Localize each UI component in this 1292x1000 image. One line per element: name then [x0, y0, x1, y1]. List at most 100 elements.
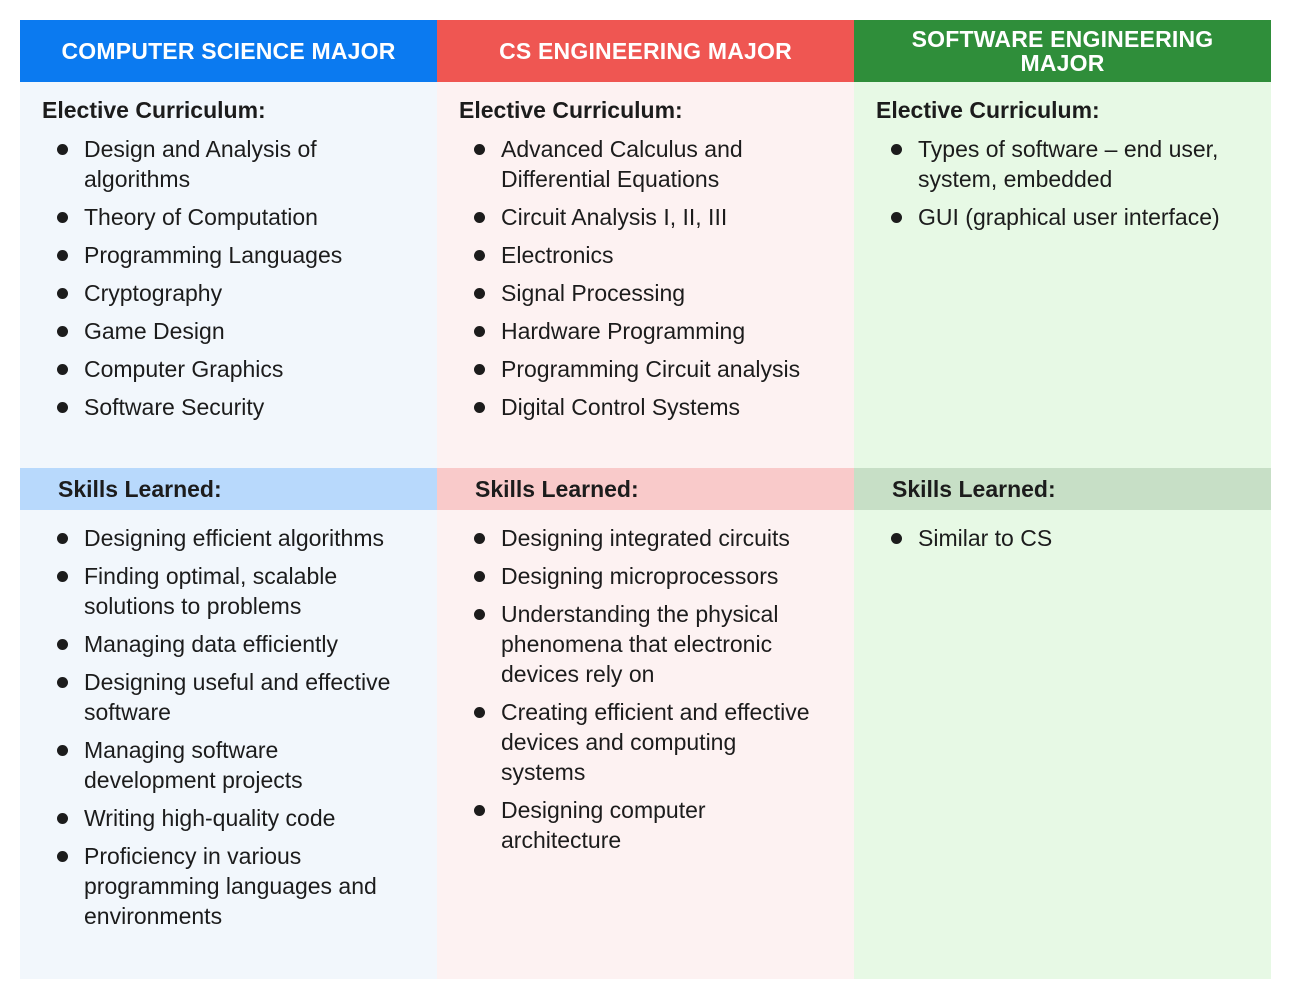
list-item: Designing efficient algorithms	[42, 523, 417, 553]
bullet-icon	[57, 212, 68, 223]
list-item-text: Computer Graphics	[84, 356, 284, 382]
list-item: Creating efficient and effective devices…	[459, 697, 834, 787]
list-item-text: GUI (graphical user interface)	[918, 204, 1220, 230]
bullet-icon	[474, 402, 485, 413]
comparison-table: COMPUTER SCIENCE MAJOR CS ENGINEERING MA…	[20, 20, 1271, 979]
list-item: Finding optimal, scalable solutions to p…	[42, 561, 417, 621]
bullet-icon	[57, 571, 68, 582]
list-item: Signal Processing	[459, 278, 834, 308]
list-item-text: Circuit Analysis I, II, III	[501, 204, 728, 230]
bullet-icon	[57, 250, 68, 261]
list-item: Types of software – end user, system, em…	[876, 134, 1251, 194]
list-item: Electronics	[459, 240, 834, 270]
bullet-icon	[474, 609, 485, 620]
elective-title: Elective Curriculum:	[876, 97, 1100, 123]
bullet-icon	[57, 364, 68, 375]
column-header-computer-science: COMPUTER SCIENCE MAJOR	[20, 20, 437, 82]
skills-title-computer-science: Skills Learned:	[20, 468, 437, 510]
elective-list: Advanced Calculus and Differential Equat…	[459, 134, 834, 422]
bullet-icon	[57, 288, 68, 299]
column-header-software-engineering: SOFTWARE ENGINEERING MAJOR	[854, 20, 1271, 82]
list-item-text: Designing integrated circuits	[501, 525, 790, 551]
bullet-icon	[57, 144, 68, 155]
list-item: Circuit Analysis I, II, III	[459, 202, 834, 232]
skills-list: Similar to CS	[876, 523, 1251, 553]
list-item: Understanding the physical phenomena tha…	[459, 599, 834, 689]
bullet-icon	[474, 364, 485, 375]
electives-cell-computer-science: Elective Curriculum: Design and Analysis…	[20, 82, 437, 468]
list-item: Game Design	[42, 316, 417, 346]
list-item: Advanced Calculus and Differential Equat…	[459, 134, 834, 194]
list-item: Managing data efficiently	[42, 629, 417, 659]
list-item: Theory of Computation	[42, 202, 417, 232]
list-item: Designing useful and effective software	[42, 667, 417, 727]
bullet-icon	[474, 288, 485, 299]
bullet-icon	[57, 326, 68, 337]
list-item-text: Writing high-quality code	[84, 805, 336, 831]
list-item-text: Types of software – end user, system, em…	[918, 136, 1219, 192]
list-item-text: Signal Processing	[501, 280, 686, 306]
list-item-text: Creating efficient and effective devices…	[501, 699, 810, 785]
list-item-text: Designing efficient algorithms	[84, 525, 385, 551]
skills-title-cs-engineering: Skills Learned:	[437, 468, 854, 510]
list-item: Designing microprocessors	[459, 561, 834, 591]
list-item-text: Finding optimal, scalable solutions to p…	[84, 563, 338, 619]
list-item-text: Cryptography	[84, 280, 223, 306]
column-header-cs-engineering: CS ENGINEERING MAJOR	[437, 20, 854, 82]
list-item: Writing high-quality code	[42, 803, 417, 833]
bullet-icon	[57, 813, 68, 824]
bullet-icon	[891, 212, 902, 223]
list-item: Design and Analysis of algorithms	[42, 134, 417, 194]
list-item-text: Software Security	[84, 394, 265, 420]
bullet-icon	[474, 533, 485, 544]
list-item-text: Managing data efficiently	[84, 631, 339, 657]
list-item-text: Theory of Computation	[84, 204, 318, 230]
list-item-text: Design and Analysis of algorithms	[84, 136, 317, 192]
bullet-icon	[474, 250, 485, 261]
list-item: GUI (graphical user interface)	[876, 202, 1251, 232]
list-item: Proficiency in various programming langu…	[42, 841, 417, 931]
list-item-text: Proficiency in various programming langu…	[84, 843, 377, 929]
list-item-text: Designing microprocessors	[501, 563, 779, 589]
list-item: Computer Graphics	[42, 354, 417, 384]
bullet-icon	[57, 677, 68, 688]
list-item-text: Programming Circuit analysis	[501, 356, 801, 382]
list-item: Hardware Programming	[459, 316, 834, 346]
list-item: Designing integrated circuits	[459, 523, 834, 553]
list-item: Designing computer architecture	[459, 795, 834, 855]
bullet-icon	[891, 144, 902, 155]
list-item-text: Advanced Calculus and Differential Equat…	[501, 136, 743, 192]
bullet-icon	[891, 533, 902, 544]
list-item: Programming Languages	[42, 240, 417, 270]
electives-cell-cs-engineering: Elective Curriculum: Advanced Calculus a…	[437, 82, 854, 468]
list-item: Cryptography	[42, 278, 417, 308]
list-item-text: Designing computer architecture	[501, 797, 706, 853]
skills-cell-software-engineering: Similar to CS	[854, 510, 1271, 979]
list-item-text: Electronics	[501, 242, 614, 268]
bullet-icon	[57, 402, 68, 413]
bullet-icon	[474, 805, 485, 816]
list-item-text: Similar to CS	[918, 525, 1053, 551]
list-item-text: Game Design	[84, 318, 225, 344]
list-item: Digital Control Systems	[459, 392, 834, 422]
list-item: Programming Circuit analysis	[459, 354, 834, 384]
list-item-text: Understanding the physical phenomena tha…	[501, 601, 779, 687]
bullet-icon	[474, 212, 485, 223]
list-item: Software Security	[42, 392, 417, 422]
bullet-icon	[57, 851, 68, 862]
list-item: Managing software development projects	[42, 735, 417, 795]
bullet-icon	[474, 571, 485, 582]
bullet-icon	[474, 707, 485, 718]
bullet-icon	[57, 639, 68, 650]
bullet-icon	[474, 144, 485, 155]
skills-title-software-engineering: Skills Learned:	[854, 468, 1271, 510]
list-item-text: Digital Control Systems	[501, 394, 741, 420]
electives-cell-software-engineering: Elective Curriculum: Types of software –…	[854, 82, 1271, 468]
list-item-text: Designing useful and effective software	[84, 669, 391, 725]
list-item: Similar to CS	[876, 523, 1251, 553]
